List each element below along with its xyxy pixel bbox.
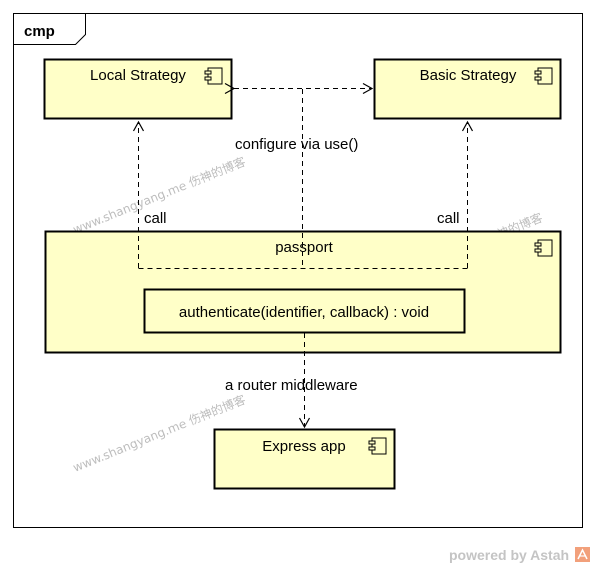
component-icon bbox=[534, 239, 553, 257]
call-left-edge-label: call bbox=[144, 210, 167, 227]
frame-label: cmp bbox=[24, 23, 55, 40]
basic-strategy-component[interactable]: Basic Strategy bbox=[373, 58, 562, 120]
local-strategy-component[interactable]: Local Strategy bbox=[43, 58, 233, 120]
basic-strategy-label: Basic Strategy bbox=[420, 67, 517, 84]
diagram-frame: cmp bbox=[13, 13, 583, 528]
component-icon bbox=[204, 67, 223, 85]
passport-label: passport bbox=[275, 239, 333, 256]
middleware-edge-label: a router middleware bbox=[225, 377, 358, 394]
component-icon bbox=[368, 437, 387, 455]
express-app-label: Express app bbox=[262, 438, 345, 455]
component-icon bbox=[534, 67, 553, 85]
local-strategy-label: Local Strategy bbox=[90, 67, 186, 84]
express-app-component[interactable]: Express app bbox=[213, 428, 396, 490]
authenticate-operation[interactable]: authenticate(identifier, callback) : voi… bbox=[143, 288, 466, 334]
astah-footer: powered by Astah bbox=[449, 547, 590, 563]
authenticate-operation-label: authenticate(identifier, callback) : voi… bbox=[179, 304, 429, 321]
call-right-edge-label: call bbox=[437, 210, 460, 227]
dependency-lines bbox=[132, 82, 474, 429]
powered-by-text: powered by Astah bbox=[449, 547, 569, 563]
astah-logo-icon bbox=[575, 547, 590, 562]
configure-edge-label: configure via use() bbox=[235, 136, 358, 153]
